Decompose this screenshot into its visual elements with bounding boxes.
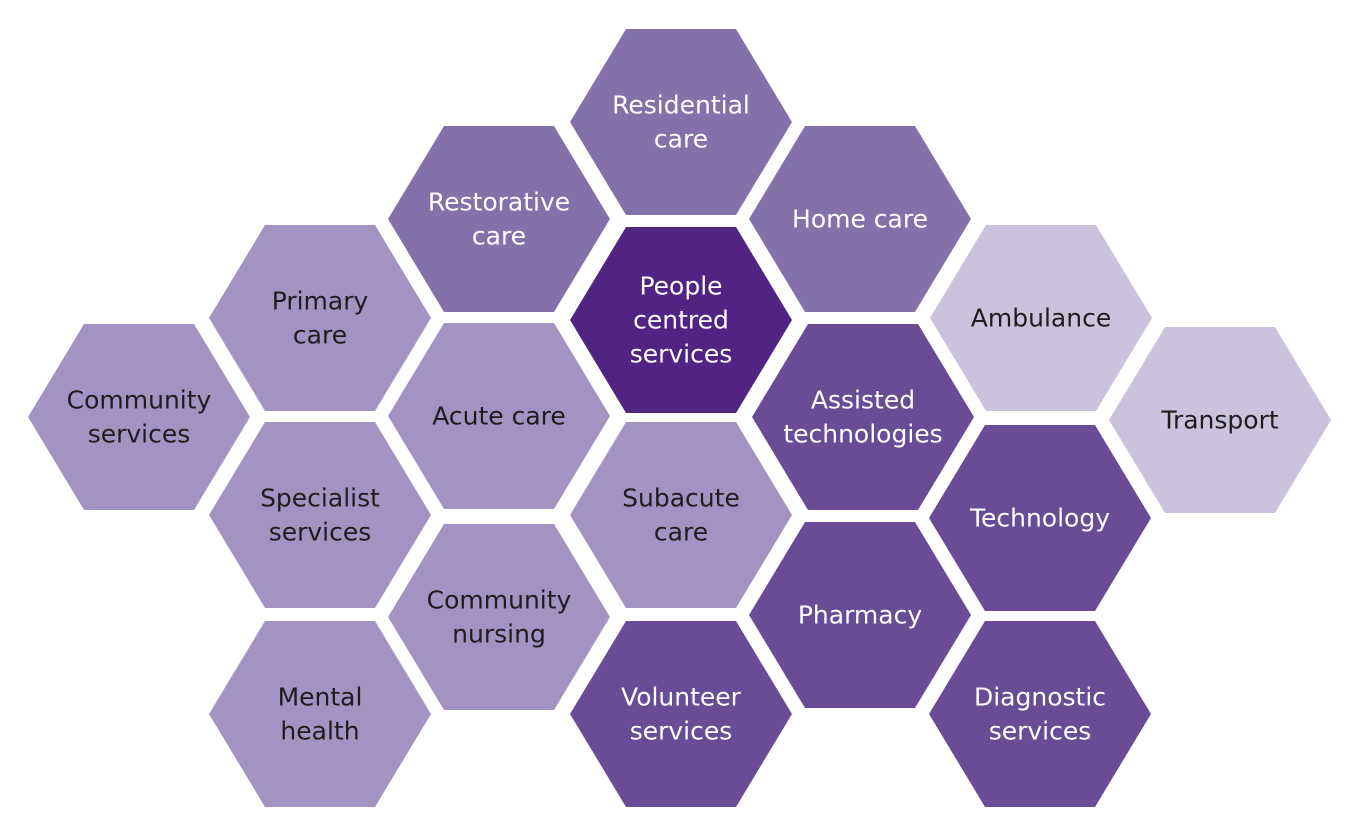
hexagon-label: People	[639, 272, 722, 301]
hexagon-shape	[28, 324, 250, 510]
hexagon-shape	[570, 621, 792, 807]
hexagon-primary-care: Primary care	[209, 225, 431, 411]
hexagon-ambulance: Ambulance	[930, 225, 1152, 411]
hexagon-label: Assisted	[811, 386, 915, 415]
hexagon-shape	[1109, 327, 1331, 513]
hexagon-label: Ambulance	[971, 304, 1111, 333]
hexagon-label: care	[293, 321, 347, 350]
hexagon-volunteer-services: Volunteer services	[570, 621, 792, 807]
hexagon-home-care: Home care	[749, 126, 971, 312]
hexagon-label: care	[472, 222, 526, 251]
hexagon-shape	[749, 126, 971, 312]
hexagon-label: Residential	[612, 91, 750, 120]
hexagon-label: Home care	[792, 205, 928, 234]
hexagon-shape	[929, 425, 1151, 611]
hexagon-restorative-care: Restorative care	[388, 126, 610, 312]
hexagon-label: Diagnostic	[974, 683, 1106, 712]
hexagon-shape	[929, 621, 1151, 807]
hexagon-mental-health: Mental health	[209, 621, 431, 807]
hexagon-shape	[570, 227, 792, 413]
hexagon-community-services: Community services	[28, 324, 250, 510]
hexagon-shape	[209, 621, 431, 807]
hexagon-label: Restorative	[428, 188, 570, 217]
hexagon-label: nursing	[452, 620, 546, 649]
hexagon-label: Community	[427, 586, 572, 615]
hexagon-label: Primary	[272, 287, 369, 316]
hexagon-assisted-technologies: Assisted technologies	[752, 324, 974, 510]
hexagon-label: services	[989, 717, 1092, 746]
hexagon-shape	[209, 225, 431, 411]
hexagon-label: Transport	[1160, 406, 1279, 435]
hexagon-label: Subacute	[622, 484, 740, 513]
hexagon-pharmacy: Pharmacy	[749, 522, 971, 708]
hexagon-shape	[388, 126, 610, 312]
hexagon-shape	[570, 422, 792, 608]
hexagon-label: Community	[67, 386, 212, 415]
hexagon-label: Volunteer	[621, 683, 742, 712]
hexagon-label: services	[88, 420, 191, 449]
hexagon-specialist-services: Specialist services	[209, 422, 431, 608]
hexagon-label: health	[280, 717, 359, 746]
hexagon-community-nursing: Community nursing	[388, 524, 610, 710]
hexagon-label: services	[630, 717, 733, 746]
hexagon-label: care	[654, 125, 708, 154]
hexagon-label: Mental	[278, 683, 363, 712]
hexagon-label: centred	[633, 306, 729, 335]
hexagon-people-centred-services: People centred services	[570, 227, 792, 413]
hexagon-label: Specialist	[260, 484, 380, 513]
hexagon-label: services	[269, 518, 372, 547]
hexagon-shape	[388, 524, 610, 710]
hexagon-label: technologies	[783, 420, 942, 449]
hexagon-shape	[930, 225, 1152, 411]
hexagon-diagnostic-services: Diagnostic services	[929, 621, 1151, 807]
hexagon-shape	[209, 422, 431, 608]
hexagon-technology: Technology	[929, 425, 1151, 611]
hexagon-shape	[388, 323, 610, 509]
hexagon-shape	[570, 29, 792, 215]
hexagon-label: services	[630, 340, 733, 369]
hexagon-label: care	[654, 518, 708, 547]
hexagon-label: Acute care	[432, 402, 566, 431]
hexagon-acute-care: Acute care	[388, 323, 610, 509]
hexagon-label: Technology	[969, 504, 1110, 533]
hexagon-shape	[752, 324, 974, 510]
hexagon-residential-care: Residential care	[570, 29, 792, 215]
hexagon-subacute-care: Subacute care	[570, 422, 792, 608]
hexagon-shape	[749, 522, 971, 708]
hexagon-label: Pharmacy	[798, 601, 922, 630]
hexagon-transport: Transport	[1109, 327, 1331, 513]
